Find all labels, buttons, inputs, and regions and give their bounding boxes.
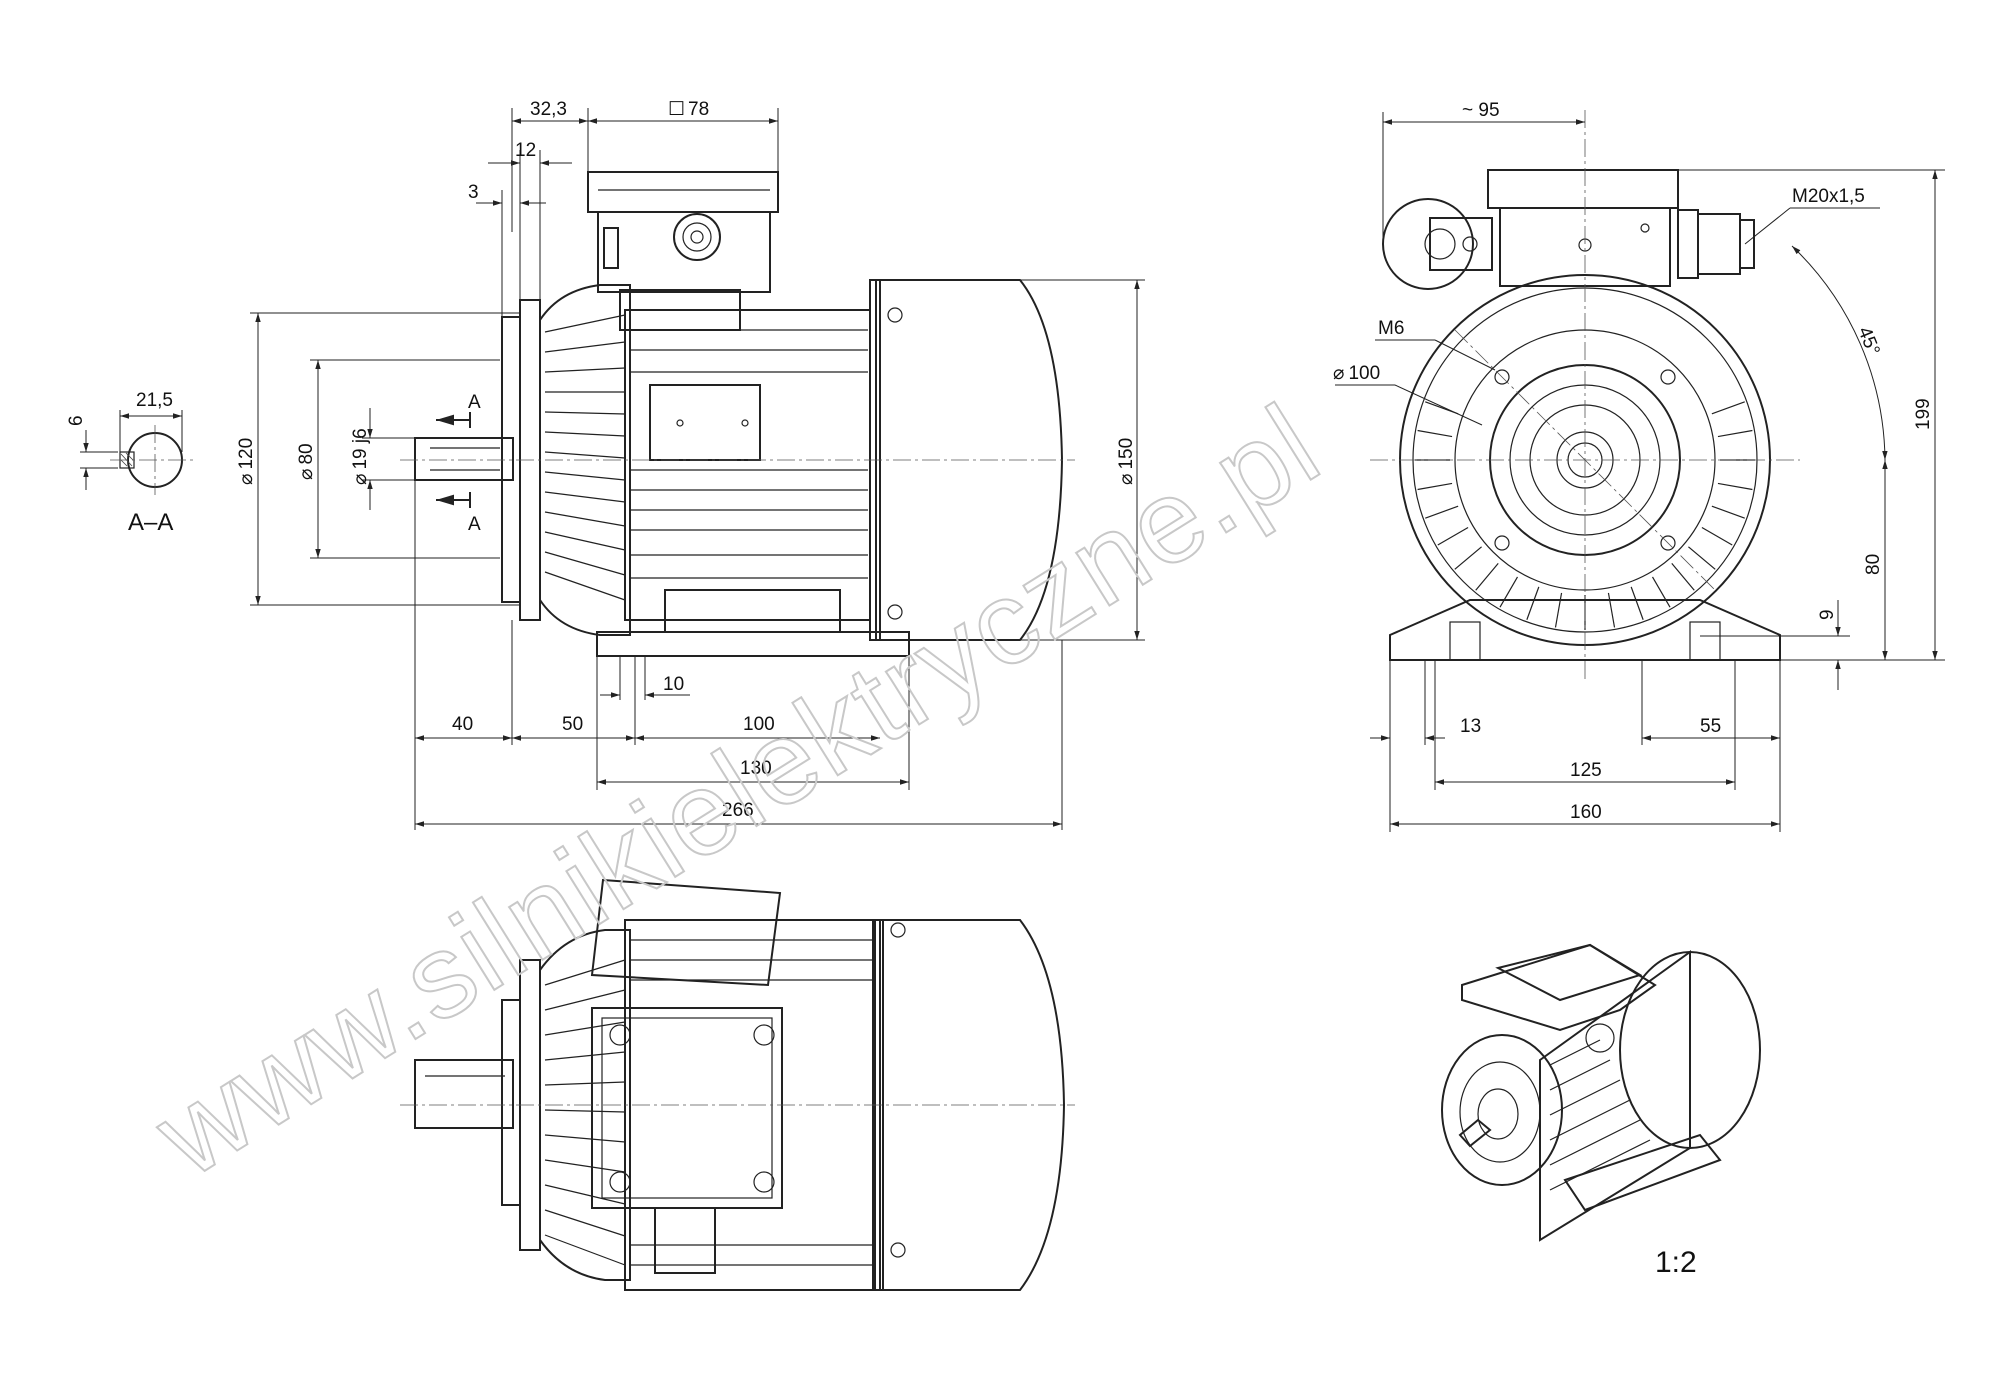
dim-55: 55 xyxy=(1700,716,1721,737)
scale-label: 1:2 xyxy=(1655,1246,1697,1279)
dim-square-78: 78 xyxy=(688,99,709,120)
svg-text:⌀120: ⌀ 120 xyxy=(236,438,257,485)
dim-9: 9 xyxy=(1817,609,1838,620)
svg-text:⌀80: ⌀ 80 xyxy=(296,443,317,480)
dim-199: 199 xyxy=(1913,398,1934,430)
dim-50: 50 xyxy=(562,714,583,735)
frame-fin xyxy=(1475,563,1499,591)
front-view: ~ 95 M20x1,5 M6 ⌀100 45° 199 80 9 xyxy=(1333,100,1945,832)
frame-fin xyxy=(1711,401,1745,415)
section-mark-a-bottom: A xyxy=(468,514,481,535)
frame-fin xyxy=(1701,526,1733,546)
frame-fin xyxy=(1651,576,1671,608)
frame-fin xyxy=(1688,546,1716,570)
dim-d100: 100 xyxy=(1348,363,1380,384)
dim-3: 3 xyxy=(468,182,479,203)
svg-text:⌀150: ⌀ 150 xyxy=(1116,438,1137,485)
section-a-a-detail: 21,5 6 A–A xyxy=(66,390,195,536)
svg-text:⌀100: ⌀100 xyxy=(1333,363,1380,384)
section-label: A–A xyxy=(128,509,173,536)
section-mark-a-top: A xyxy=(468,392,481,413)
symbol-diameter: ⌀ xyxy=(236,474,257,485)
dim-m6: M6 xyxy=(1378,318,1404,339)
dim-80-front: 80 xyxy=(1863,554,1884,575)
symbol-diameter: ⌀ xyxy=(1333,363,1344,384)
dim-266: 266 xyxy=(722,800,754,821)
dim-12: 12 xyxy=(515,140,536,161)
frame-fin xyxy=(1711,505,1745,519)
dim-10: 10 xyxy=(663,674,684,695)
svg-text:⌀19 j6: ⌀ 19 j6 xyxy=(350,428,371,485)
frame-fin xyxy=(1607,592,1616,628)
dim-100: 100 xyxy=(743,714,775,735)
side-view: 32,3 ☐ 78 12 3 ⌀ 120 ⌀ 80 ⌀ 19 j6 A xyxy=(236,99,1145,830)
frame-fin xyxy=(1554,592,1563,628)
dim-160: 160 xyxy=(1570,802,1602,823)
frame-fin xyxy=(1630,586,1644,620)
dim-d19j6: 19 j6 xyxy=(350,428,371,469)
symbol-diameter: ⌀ xyxy=(296,469,317,480)
dim-95: ~ 95 xyxy=(1462,100,1500,121)
dim-d120: 120 xyxy=(236,438,257,470)
frame-fin xyxy=(1717,429,1753,438)
dim-130: 130 xyxy=(740,758,772,779)
dim-d80: 80 xyxy=(296,443,317,464)
dim-32-3: 32,3 xyxy=(530,99,567,120)
frame-fin xyxy=(1454,546,1482,570)
symbol-square: ☐ xyxy=(668,99,685,120)
dim-d150: 150 xyxy=(1116,438,1137,470)
isometric-view: 1:2 xyxy=(1441,943,1761,1279)
frame-fin xyxy=(1425,505,1459,519)
frame-fin xyxy=(1417,482,1453,491)
frame-fin xyxy=(1437,526,1469,546)
watermark: www.silnikielektryczne.pl xyxy=(133,379,1342,1203)
frame-fin xyxy=(1671,563,1695,591)
frame-fin xyxy=(1717,482,1753,491)
symbol-diameter: ⌀ xyxy=(1116,474,1137,485)
dim-13: 13 xyxy=(1460,716,1481,737)
symbol-diameter: ⌀ xyxy=(350,474,371,485)
dim-21-5: 21,5 xyxy=(136,390,173,411)
dim-40: 40 xyxy=(452,714,473,735)
frame-fin xyxy=(1526,586,1540,620)
dim-45deg: 45° xyxy=(1853,324,1883,359)
dim-6: 6 xyxy=(66,415,87,426)
dim-125: 125 xyxy=(1570,760,1602,781)
dim-thread: M20x1,5 xyxy=(1792,186,1865,207)
frame-fin xyxy=(1417,429,1453,438)
top-view xyxy=(400,878,1075,1291)
frame-fin xyxy=(1499,576,1519,608)
